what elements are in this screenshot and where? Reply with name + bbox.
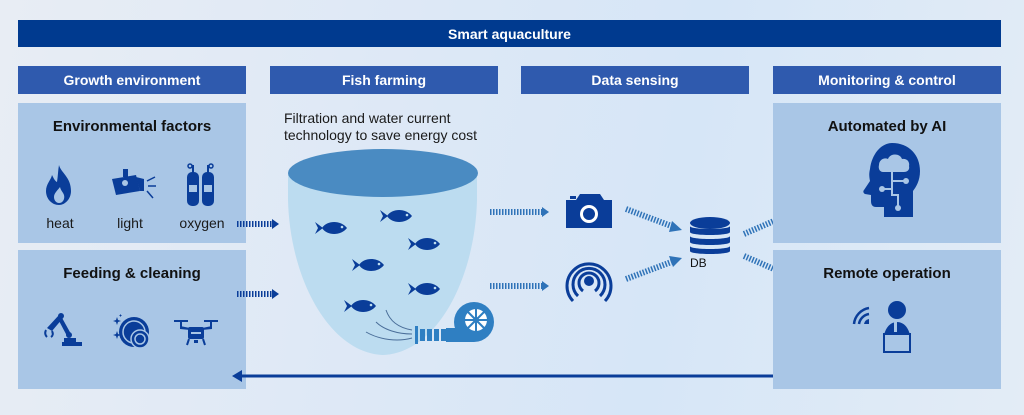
- feeding-cleaning-title: Feeding & cleaning: [63, 265, 201, 282]
- database-icon: [690, 217, 730, 254]
- water-current-lines: [365, 309, 413, 341]
- section-header-growth-environment: Growth environment: [18, 66, 246, 94]
- feeding-cleaning-panel: Feeding & cleaning: [18, 250, 246, 389]
- oxygen-tank-icon: [187, 163, 214, 206]
- caption-line-1: Filtration and water current: [284, 110, 451, 126]
- oxygen-label: oxygen: [179, 215, 225, 231]
- flow-arrows-growth: [237, 221, 272, 297]
- clean-dish-icon: [113, 314, 150, 349]
- automated-by-ai-title: Automated by AI: [827, 118, 947, 135]
- flame-icon: [46, 165, 71, 205]
- caption-line-2: technology to save energy cost: [284, 127, 478, 143]
- signal-sensor-icon: [565, 262, 613, 303]
- flow-arrows-db: [624, 206, 792, 282]
- drone-icon: [174, 320, 218, 346]
- pump-icon: [415, 302, 494, 344]
- camera-icon: [566, 194, 612, 228]
- section-header-monitoring-control: Monitoring & control: [773, 66, 1001, 94]
- section-header-fish-farming: Fish farming: [270, 66, 498, 94]
- smart-aquaculture-banner: Smart aquaculture: [18, 20, 1001, 47]
- fish-icons: [315, 210, 440, 312]
- fish-tank: [288, 149, 478, 355]
- automated-by-ai-panel: Automated by AI: [773, 103, 1001, 243]
- spotlight-icon: [112, 169, 156, 199]
- robot-arm-icon: [44, 313, 82, 346]
- section-header-data-sensing: Data sensing: [521, 66, 749, 94]
- environmental-factors-title: Environmental factors: [52, 118, 212, 135]
- remote-operator-icon: [852, 301, 911, 353]
- fish-farming-caption: Filtration and water current technology …: [284, 110, 477, 144]
- remote-operation-panel: Remote operation: [773, 250, 1001, 389]
- environmental-factors-panel: Environmental factors heat light oxygen: [18, 103, 246, 243]
- light-label: light: [117, 215, 143, 231]
- remote-operation-title: Remote operation: [823, 265, 951, 282]
- flow-arrows-sensing: [490, 209, 542, 289]
- ai-head-icon: [863, 143, 920, 217]
- heat-label: heat: [46, 215, 74, 231]
- database-label: DB: [690, 256, 707, 270]
